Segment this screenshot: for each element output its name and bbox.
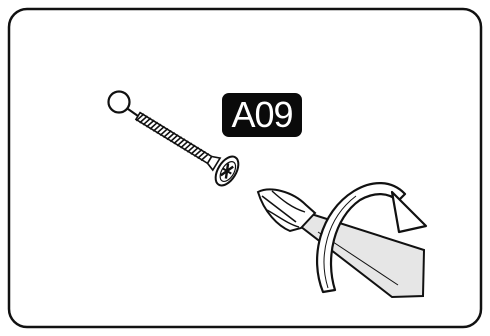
screw-icon (127, 108, 240, 187)
part-code-label: A09 (222, 93, 302, 137)
rotate-clockwise-arrow-icon (316, 182, 428, 294)
ring-washer-icon (107, 90, 131, 114)
